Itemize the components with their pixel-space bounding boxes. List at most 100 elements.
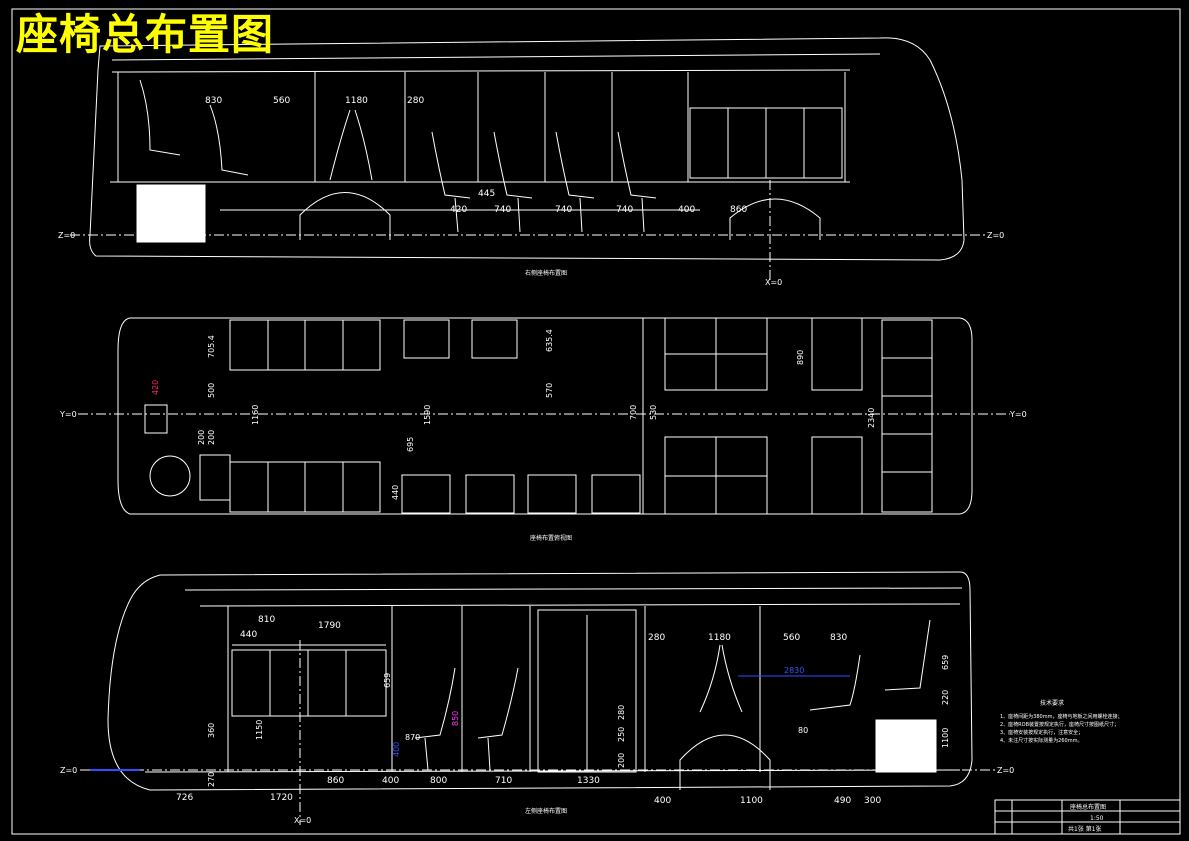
dim-label: 300 xyxy=(864,796,881,806)
dim-label: 810 xyxy=(258,615,275,625)
steering-wheel xyxy=(149,455,191,497)
dim-label: 740 xyxy=(616,205,633,215)
dim-label: 420 xyxy=(450,205,467,215)
dim-label: 200 xyxy=(207,430,216,445)
window-line xyxy=(111,69,851,73)
dim-label: 870 xyxy=(405,733,420,742)
dim-label-red: 420 xyxy=(151,380,160,395)
dim-label: 400 xyxy=(382,776,399,786)
dim-label: 890 xyxy=(796,350,805,365)
wheel-arch-front xyxy=(679,734,771,790)
dim-label: 659 xyxy=(383,673,392,688)
seat xyxy=(209,104,249,176)
dim-label: 440 xyxy=(391,485,400,500)
seat xyxy=(699,644,743,713)
dim-label: 250 xyxy=(617,727,626,742)
dim-label: 1160 xyxy=(251,405,260,425)
seat xyxy=(591,474,641,514)
seat xyxy=(465,474,515,514)
title-block: 座椅总布置图 1:50 共1张 第1张 xyxy=(994,799,1181,835)
dim-label: 830 xyxy=(205,96,222,106)
dim-label: 705.4 xyxy=(207,335,216,358)
driver-console xyxy=(199,454,231,501)
dim-label: 560 xyxy=(273,96,290,106)
view-caption: 右侧座椅布置图 xyxy=(525,269,567,277)
drawing-frame xyxy=(11,8,1181,835)
dim-label: 360 xyxy=(207,723,216,738)
z0-label-left: Z=0 xyxy=(58,231,75,240)
right-side-elevation-view: 830 560 1180 280 420 445 740 740 740 400… xyxy=(58,37,1004,287)
seat xyxy=(471,319,518,359)
rear-white-block xyxy=(875,719,937,773)
dim-label: 1720 xyxy=(270,793,293,803)
dim-label: 860 xyxy=(327,776,344,786)
bus-body-outline xyxy=(89,37,965,261)
dim-label: 280 xyxy=(407,96,424,106)
dim-label: 530 xyxy=(649,405,658,420)
seat-group xyxy=(811,436,863,515)
notes-heading: 技术要求 xyxy=(1040,699,1064,707)
seat-plan-view: Y=0 Y=0 xyxy=(59,317,1027,542)
seat xyxy=(431,131,471,233)
dim-label-blue: 400 xyxy=(392,742,401,757)
window-line xyxy=(199,603,961,607)
dim-label: 700 xyxy=(629,405,638,420)
x0-label: X=0 xyxy=(765,278,782,287)
title-block-frame xyxy=(994,799,1181,835)
seat xyxy=(401,474,451,514)
dim-label: 830 xyxy=(830,633,847,643)
dim-label: 200 xyxy=(197,430,206,445)
dim-label: 659 xyxy=(941,655,950,670)
bus-plan-outline xyxy=(117,317,973,515)
dim-label: 1150 xyxy=(255,720,264,740)
dim-label: 280 xyxy=(617,705,626,720)
dim-label: 500 xyxy=(207,383,216,398)
dim-label: 1100 xyxy=(740,796,763,806)
dim-label: 710 xyxy=(495,776,512,786)
seat xyxy=(555,131,595,233)
title-block-sheet: 共1张 第1张 xyxy=(1068,825,1102,833)
seat-group xyxy=(811,317,863,391)
dim-label: 80 xyxy=(798,726,808,735)
dim-label: 726 xyxy=(176,793,193,803)
seat-column xyxy=(881,319,933,513)
seat xyxy=(809,654,861,711)
dim-label: 440 xyxy=(240,630,257,640)
dim-label: 800 xyxy=(430,776,447,786)
z0-label-right: Z=0 xyxy=(987,231,1004,240)
roof-line xyxy=(111,53,881,61)
title-block-name: 座椅总布置图 xyxy=(1070,803,1106,811)
dim-label: 1790 xyxy=(318,621,341,631)
dim-label: 560 xyxy=(783,633,800,643)
dim-label-blue: 2830 xyxy=(784,666,804,675)
front-seat-block xyxy=(231,649,387,717)
dim-label: 740 xyxy=(555,205,572,215)
notes-line: 3、座椅安装按规定执行，注意安全； xyxy=(1000,729,1083,736)
seat xyxy=(527,474,577,514)
z0-label-left: Z=0 xyxy=(60,766,77,775)
dim-label: 1590 xyxy=(423,405,432,425)
x0-label: X=0 xyxy=(294,816,311,825)
notes-line: 1、座椅间距为380mm，座椅与地板之间用螺栓连接； xyxy=(1000,713,1122,720)
dim-label: 400 xyxy=(678,205,695,215)
view-caption: 左侧座椅布置图 xyxy=(525,807,567,815)
dim-label: 200 xyxy=(617,753,626,768)
seat xyxy=(617,131,657,233)
dim-label: 1330 xyxy=(577,776,600,786)
notes-line: 2、座椅ROB装置按规定执行，座椅尺寸按图纸尺寸； xyxy=(1000,721,1119,728)
wheel-arch-rear xyxy=(729,198,821,240)
technical-notes: 技术要求 1、座椅间距为380mm，座椅与地板之间用螺栓连接； 2、座椅ROB装… xyxy=(1000,699,1122,744)
title-block-scale: 1:50 xyxy=(1090,815,1104,822)
seat xyxy=(403,319,450,359)
dim-label: 220 xyxy=(941,690,950,705)
roof-line xyxy=(184,587,963,591)
z0-label-right: Z=0 xyxy=(997,766,1014,775)
notes-line: 4、未注尺寸按实际测量为260mm。 xyxy=(1000,737,1082,744)
view-caption: 座椅布置俯视图 xyxy=(530,534,572,542)
dim-label: 400 xyxy=(654,796,671,806)
driver-seat xyxy=(144,404,168,434)
dim-label: 270 xyxy=(207,772,216,787)
seat xyxy=(493,131,533,233)
seat xyxy=(329,109,373,181)
